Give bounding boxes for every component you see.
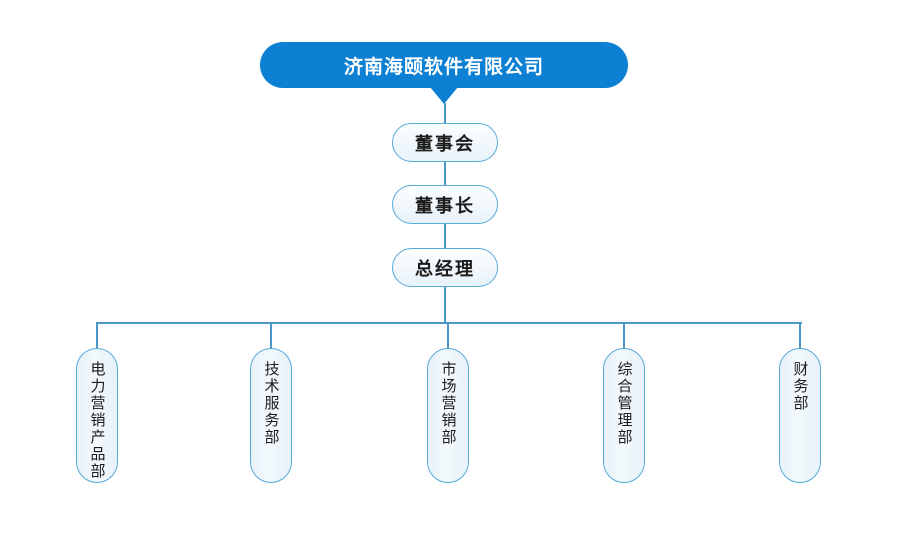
dept-node-finance: 财务部 bbox=[779, 348, 821, 483]
connector-board-to-chairman bbox=[444, 160, 446, 186]
node-chairman: 董事长 bbox=[392, 185, 498, 224]
dept-label: 技术服务部 bbox=[262, 361, 280, 446]
connector-root-to-board bbox=[444, 103, 446, 124]
company-root-node: 济南海颐软件有限公司 bbox=[260, 42, 628, 88]
connector-stub-dept-2 bbox=[270, 322, 272, 349]
dept-node-power-marketing-products: 电力营销产品部 bbox=[76, 348, 118, 483]
node-label: 总经理 bbox=[415, 258, 475, 279]
connector-stub-dept-1 bbox=[96, 322, 98, 349]
dept-label: 电力营销产品部 bbox=[88, 361, 106, 480]
node-label: 董事长 bbox=[415, 195, 475, 216]
node-board-of-directors: 董事会 bbox=[392, 123, 498, 162]
node-general-manager: 总经理 bbox=[392, 248, 498, 287]
connector-stub-dept-3 bbox=[447, 322, 449, 349]
connector-stub-dept-5 bbox=[799, 322, 801, 349]
company-name: 济南海颐软件有限公司 bbox=[343, 56, 544, 78]
root-pointer-triangle bbox=[430, 87, 458, 104]
dept-node-general-management: 综合管理部 bbox=[603, 348, 645, 483]
dept-label: 财务部 bbox=[791, 361, 809, 412]
connector-gm-to-rail bbox=[444, 285, 446, 324]
dept-node-technical-services: 技术服务部 bbox=[250, 348, 292, 483]
dept-node-marketing: 市场营销部 bbox=[427, 348, 469, 483]
dept-label: 市场营销部 bbox=[439, 361, 457, 446]
connector-stub-dept-4 bbox=[623, 322, 625, 349]
dept-label: 综合管理部 bbox=[615, 361, 633, 446]
connector-chairman-to-gm bbox=[444, 222, 446, 249]
connector-horizontal-rail bbox=[96, 322, 802, 324]
node-label: 董事会 bbox=[415, 133, 475, 154]
